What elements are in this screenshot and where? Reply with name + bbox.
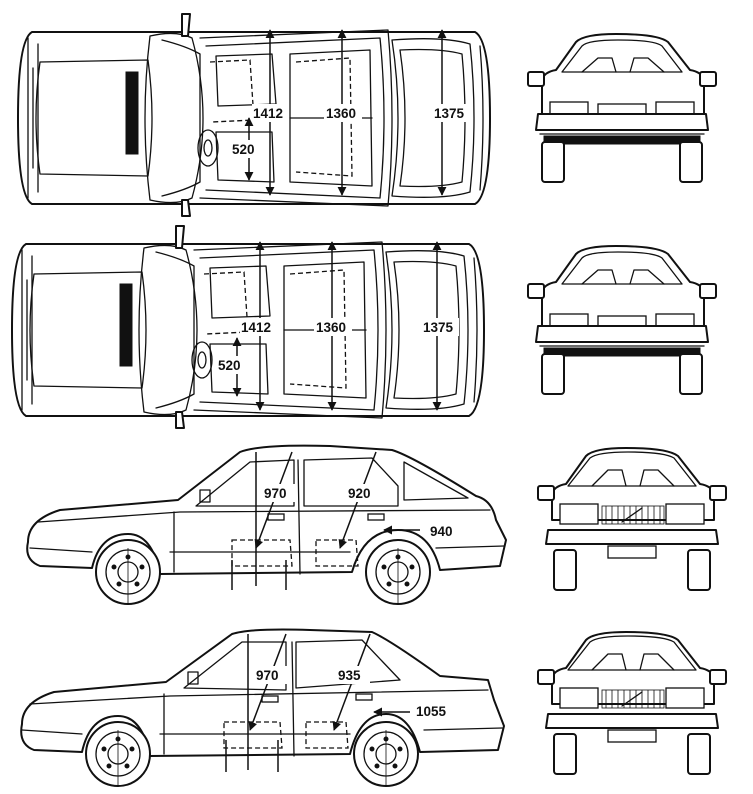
top-view-sedan: 1412 1360 1375 520 bbox=[11, 225, 485, 429]
dim-label-rear-door: 935 bbox=[338, 668, 361, 683]
dim-label-520: 520 bbox=[218, 358, 241, 373]
dim-label-rear: 1055 bbox=[416, 704, 447, 719]
dim-label-1375: 1375 bbox=[434, 106, 465, 121]
dim-label-front-door: 970 bbox=[264, 486, 287, 501]
dim-label-520: 520 bbox=[232, 142, 255, 157]
top-view-hatchback: 1412 1360 1375 520 bbox=[17, 13, 491, 217]
side-view-hatchback: 970 920 940 bbox=[26, 444, 507, 605]
dim-label-front-door: 970 bbox=[256, 668, 279, 683]
dim-label-1360: 1360 bbox=[316, 320, 346, 335]
front-view-sedan bbox=[537, 631, 727, 775]
dim-label-rear: 940 bbox=[430, 524, 453, 539]
dim-label-1412: 1412 bbox=[253, 106, 283, 121]
dim-label-1375: 1375 bbox=[423, 320, 454, 335]
side-view-sedan: 970 935 1055 bbox=[20, 628, 505, 787]
rear-view-sedan bbox=[527, 245, 717, 395]
dim-label-1412: 1412 bbox=[241, 320, 271, 335]
dim-label-1360: 1360 bbox=[326, 106, 356, 121]
front-view-hatchback bbox=[537, 447, 727, 591]
rear-view-hatchback bbox=[527, 33, 717, 183]
dim-label-rear-door: 920 bbox=[348, 486, 371, 501]
